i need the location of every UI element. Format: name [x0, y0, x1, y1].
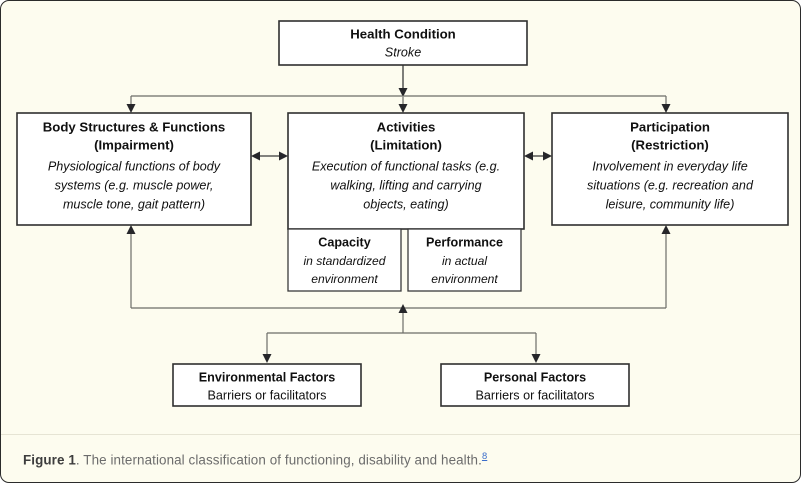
participation-desc-line-2: situations (e.g. recreation and: [587, 178, 754, 192]
capacity-desc-line-2: environment: [311, 272, 378, 286]
diagram-canvas: Health Condition Stroke Body Structures …: [16, 20, 789, 407]
body-structures-title: Body Structures & Functions: [43, 119, 225, 134]
connector-layer: [126, 65, 671, 363]
capacity-box: [287, 228, 402, 292]
arrowhead-bottom-to-left: [126, 225, 136, 234]
caption-divider: [1, 434, 800, 435]
performance-desc-line-1: in actual: [442, 254, 487, 268]
health-condition-title: Health Condition: [350, 26, 456, 41]
personal-factors-subtitle: Barriers or facilitators: [476, 388, 595, 402]
arrowhead-body-activities-right: [279, 151, 288, 161]
participation-qualifier: (Restriction): [631, 137, 709, 152]
node-body-structures[interactable]: Body Structures & Functions (Impairment)…: [16, 112, 252, 226]
arrowhead-top-to-left: [126, 104, 136, 113]
caption-label: Figure 1: [23, 452, 76, 468]
activities-desc-line-2: walking, lifting and carrying: [330, 178, 481, 192]
participation-box: [551, 112, 789, 226]
arrowhead-top-to-right: [661, 104, 671, 113]
body-structures-desc-line-3: muscle tone, gait pattern): [63, 197, 205, 211]
participation-desc-line-1: Involvement in everyday life: [592, 159, 747, 173]
node-participation[interactable]: Participation (Restriction) Involvement …: [551, 112, 789, 226]
arrowhead-to-environmental: [262, 354, 272, 363]
environmental-factors-subtitle: Barriers or facilitators: [208, 388, 327, 402]
caption-text: . The international classification of fu…: [75, 452, 482, 468]
participation-title: Participation: [630, 119, 710, 134]
performance-box: [407, 228, 522, 292]
performance-desc-line-2: environment: [431, 272, 498, 286]
arrowhead-to-personal: [531, 354, 541, 363]
health-condition-box: [278, 20, 528, 66]
activities-desc-line-3: objects, eating): [363, 197, 448, 211]
caption-line: Figure 1. The international classificati…: [23, 450, 487, 467]
node-performance[interactable]: Performance in actual environment: [407, 228, 522, 292]
body-structures-desc-line-2: systems (e.g. muscle power,: [55, 178, 214, 192]
node-activities[interactable]: Activities (Limitation) Execution of fun…: [287, 112, 525, 230]
personal-factors-box: [440, 363, 630, 407]
body-structures-box: [16, 112, 252, 226]
performance-title: Performance: [426, 235, 503, 249]
body-structures-qualifier: (Impairment): [94, 137, 174, 152]
arrowhead-bottom-to-right: [661, 225, 671, 234]
arrowhead-activities-participation-right: [543, 151, 552, 161]
arrowhead-activities-participation-left: [524, 151, 533, 161]
participation-desc-line-3: leisure, community life): [606, 197, 735, 211]
caption-reference-link[interactable]: 8: [481, 450, 488, 462]
figure-caption: Figure 1. The international classificati…: [1, 435, 800, 482]
activities-title: Activities: [377, 119, 436, 134]
arrowhead-factors-to-bar: [398, 304, 408, 313]
environmental-factors-title: Environmental Factors: [199, 370, 335, 384]
environmental-factors-box: [172, 363, 362, 407]
node-health-condition[interactable]: Health Condition Stroke: [278, 20, 528, 66]
activities-qualifier: (Limitation): [370, 137, 442, 152]
arrowhead-health-to-center: [398, 88, 408, 97]
arrowhead-top-to-activities: [398, 104, 408, 113]
capacity-title: Capacity: [318, 235, 371, 249]
activities-desc-line-1: Execution of functional tasks (e.g.: [312, 159, 500, 173]
health-condition-subtitle: Stroke: [385, 45, 421, 59]
arrowhead-body-activities-left: [251, 151, 260, 161]
activities-box: [287, 112, 525, 230]
capacity-desc-line-1: in standardized: [303, 254, 386, 268]
node-personal-factors[interactable]: Personal Factors Barriers or facilitator…: [440, 363, 630, 407]
body-structures-desc-line-1: Physiological functions of body: [48, 159, 221, 173]
node-capacity[interactable]: Capacity in standardized environment: [287, 228, 402, 292]
node-environmental-factors[interactable]: Environmental Factors Barriers or facili…: [172, 363, 362, 407]
icf-diagram: Health Condition Stroke Body Structures …: [1, 1, 800, 434]
personal-factors-title: Personal Factors: [484, 370, 586, 384]
